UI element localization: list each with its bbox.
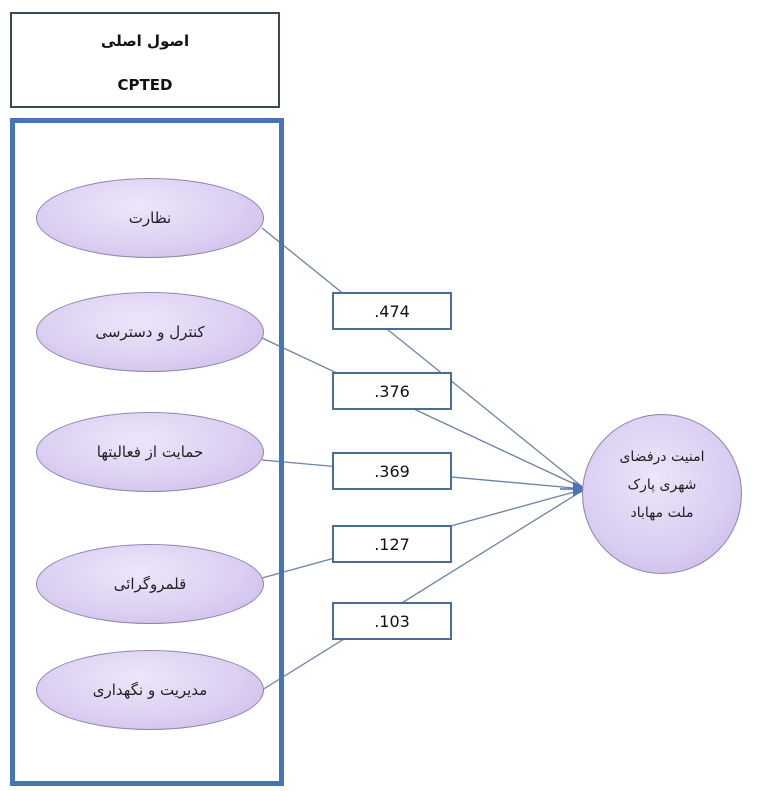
factor-label: مدیریت و نگهداری <box>92 681 208 699</box>
coefficient-activity-support: .369 <box>332 452 452 490</box>
outcome-line-3: ملت مهاباد <box>630 505 694 521</box>
factor-surveillance: نظارت <box>36 178 264 258</box>
coefficient-territoriality: .127 <box>332 525 452 563</box>
factor-activity-support: حمایت از فعالیتها <box>36 412 264 492</box>
factor-maintenance: مدیریت و نگهداری <box>36 650 264 730</box>
factor-label: قلمروگرائی <box>113 575 187 593</box>
subtitle-text: CPTED <box>117 76 173 94</box>
factor-access-control: کنترل و دسترسی <box>36 292 264 372</box>
connector-line-maintenance <box>261 488 586 691</box>
connector-line-surveillance <box>261 227 586 490</box>
factors-frame <box>10 118 284 786</box>
title-text: اصول اصلی <box>100 32 190 50</box>
factor-label: حمایت از فعالیتها <box>96 443 204 461</box>
outcome-node: امنیت درفضای شهری پارک ملت مهاباد <box>582 414 742 574</box>
factor-territoriality: قلمروگرائی <box>36 544 264 624</box>
outcome-line-2: شهری پارک <box>627 477 697 493</box>
connector-line-access-control <box>261 337 586 490</box>
factor-label: کنترل و دسترسی <box>95 323 205 341</box>
coefficient-maintenance: .103 <box>332 602 452 640</box>
coefficient-access-control: .376 <box>332 372 452 410</box>
factor-label: نظارت <box>128 209 172 227</box>
coefficient-surveillance: .474 <box>332 292 452 330</box>
outcome-line-1: امنیت درفضای <box>619 449 705 465</box>
cpted-title-box: اصول اصلی CPTED <box>10 12 280 108</box>
